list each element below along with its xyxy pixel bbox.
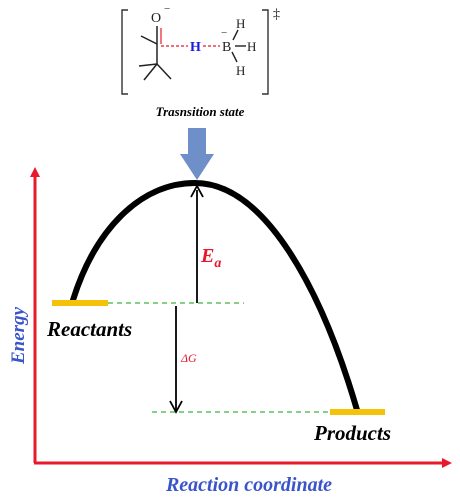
- tbu-branch-2: [143, 63, 158, 81]
- right-bracket: [262, 9, 269, 95]
- oxygen-charge: −: [164, 3, 170, 15]
- oxygen-atom: O: [151, 11, 161, 26]
- delta-g-arrow-head: [169, 400, 183, 414]
- ea-label-main: E: [200, 245, 214, 267]
- boron-atom: B: [222, 40, 231, 55]
- delta-g-label: ΔG: [180, 351, 197, 365]
- ea-label: Ea: [200, 245, 221, 271]
- hydride-atom: H: [190, 40, 201, 55]
- tbu-branch-1: [138, 63, 158, 67]
- ea-arrow-head: [190, 184, 204, 198]
- x-axis-label: Reaction coordinate: [165, 474, 332, 496]
- h-atom-bottom: H: [236, 63, 245, 78]
- transition-state-caption: Trasnsition state: [156, 104, 245, 119]
- h-atom-right: H: [247, 39, 256, 54]
- transition-state-arrow-icon: [180, 128, 214, 180]
- transition-state-structure: ‡ O − H B − H H H: [121, 3, 280, 95]
- b-h-bond-bottom: [231, 51, 238, 63]
- products-label: Products: [313, 421, 391, 445]
- y-axis-label: Energy: [8, 306, 29, 365]
- tbu-branch-3: [156, 63, 172, 80]
- boron-charge: −: [221, 27, 227, 39]
- h-atom-top: H: [236, 16, 245, 31]
- energy-curve: [70, 179, 360, 413]
- c-methyl-bond: [140, 35, 158, 45]
- left-bracket: [121, 9, 128, 95]
- ea-label-sub: a: [214, 256, 221, 271]
- double-dagger: ‡: [273, 7, 280, 22]
- reactants-label: Reactants: [46, 317, 132, 341]
- b-h-bond-top: [232, 29, 239, 41]
